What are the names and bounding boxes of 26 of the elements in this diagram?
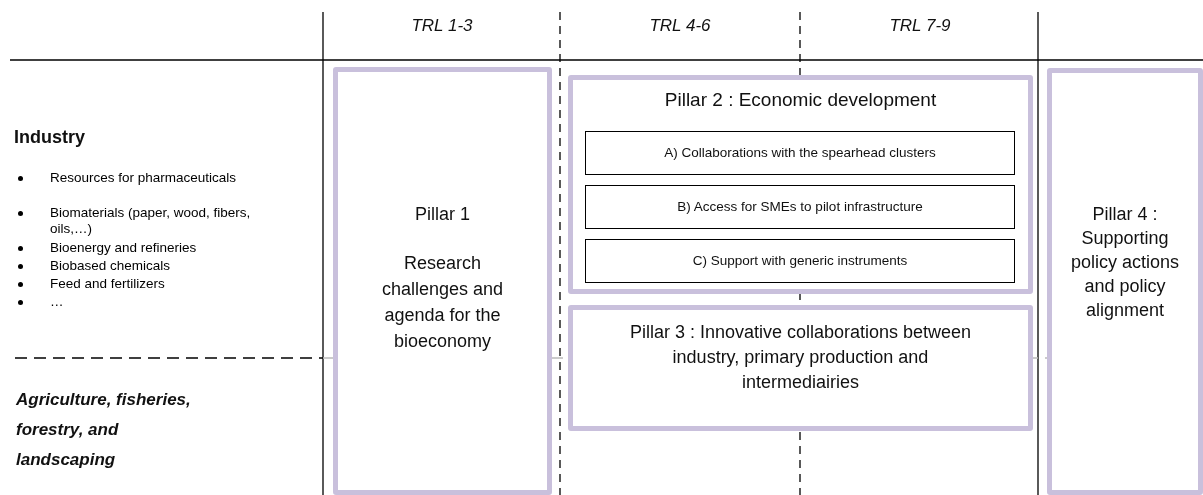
- pillar-box: [333, 67, 552, 495]
- box-title: A) Collaborations with the spearhead clusters: [664, 144, 936, 162]
- list-item: Biobased chemicals: [50, 258, 171, 273]
- action-box: [585, 239, 1015, 283]
- box-title: C) Support with generic instruments: [692, 252, 908, 270]
- box-title: Pillar 4 : Supporting policy actions and policy alignment: [1069, 202, 1181, 322]
- box-title: B) Access for SMEs to pilot infrastructure: [677, 198, 923, 216]
- pillar-box: [568, 305, 1033, 431]
- column-header: TRL 4-6: [648, 16, 712, 36]
- pillar-box: [1047, 68, 1203, 495]
- list-item: …: [50, 294, 64, 309]
- box-text: Research challenges and agenda for the bioeconomy: [380, 252, 505, 353]
- box-title: Pillar 1: [415, 203, 470, 226]
- list-item: Feed and fertilizers: [50, 276, 165, 291]
- action-box: [585, 131, 1015, 175]
- row-heading: Agriculture, fisheries, forestry, and landscaping: [16, 389, 192, 471]
- column-header: TRL 7-9: [888, 16, 952, 36]
- row-heading: Industry: [14, 127, 86, 148]
- box-title: Pillar 2 : Economic development: [664, 88, 937, 112]
- list-item: Bioenergy and refineries: [50, 240, 197, 255]
- pillar-box: [568, 75, 1033, 294]
- box-title: Pillar 3 : Innovative collaborations between industry, primary production and intermediairies: [628, 321, 973, 394]
- action-box: [585, 185, 1015, 229]
- list-item: Resources for pharmaceuticals: [50, 170, 237, 185]
- list-item: Biomaterials (paper, wood, fibers, oils,…): [50, 205, 251, 236]
- column-header: TRL 1-3: [410, 16, 474, 36]
